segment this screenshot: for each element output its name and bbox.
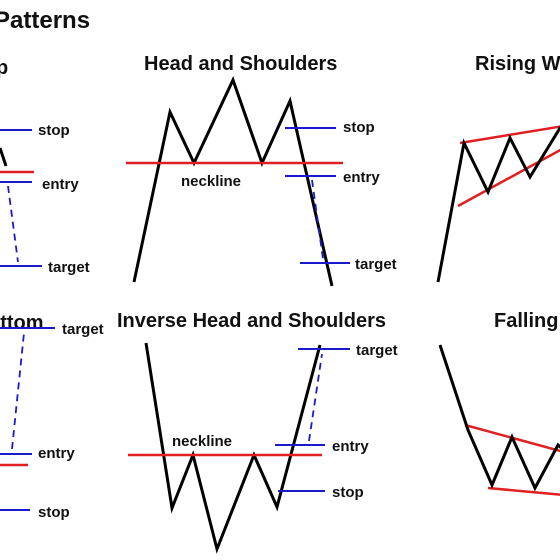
dashed-target-projection-top-left [7,185,19,263]
dashed-target-projection-head-and-shoulders [311,179,324,260]
panel-bottom-left: ottom target entry stop [0,312,104,521]
panel-title-rising-wedge: Rising W [475,53,560,75]
panel-title-head-and-shoulders: Head and Shoulders [144,53,337,75]
lower-trendline-falling-wedge [487,486,560,496]
panel-falling-wedge: Falling [438,310,560,496]
panel-title-falling-wedge: Falling [494,310,558,332]
panel-head-and-shoulders: Head and Shoulders neckline stop entry t… [126,53,397,287]
upper-trendline-falling-wedge [464,423,560,453]
price-path-inverse-head-and-shoulders [144,342,322,554]
panel-top-left: p stop entry target [0,57,90,276]
stop-label-inverse-head-and-shoulders: stop [332,484,364,501]
price-path-rising-wedge [436,125,560,283]
entry-label-head-and-shoulders: entry [343,169,380,186]
upper-trendline-rising-wedge [459,125,560,145]
entry-label-top-left: entry [42,176,79,193]
neckline-label-inverse-head-and-shoulders: neckline [172,433,232,450]
price-path-falling-wedge [438,344,560,492]
panel-title-top-left: p [0,57,8,79]
stop-label-head-and-shoulders: stop [343,119,375,136]
neckline-label-head-and-shoulders: neckline [181,173,241,190]
panel-rising-wedge: Rising W [436,53,560,283]
target-label-bottom-left: target [62,321,104,338]
entry-label-bottom-left: entry [38,445,75,462]
price-path-top-left [0,147,8,167]
stop-label-bottom-left: stop [38,504,70,521]
lower-trendline-rising-wedge [457,148,560,208]
panel-title-inverse-head-and-shoulders: Inverse Head and Shoulders [117,310,386,332]
dashed-target-projection-bottom-left [11,332,25,450]
target-label-head-and-shoulders: target [355,256,397,273]
target-label-inverse-head-and-shoulders: target [356,342,398,359]
panel-title-bottom-left: ottom [0,312,44,334]
header-title: Patterns [0,7,90,34]
target-label-top-left: target [48,259,90,276]
entry-label-inverse-head-and-shoulders: entry [332,438,369,455]
stop-label-top-left: stop [38,122,70,139]
panel-inverse-head-and-shoulders: Inverse Head and Shoulders neckline targ… [117,310,398,554]
dashed-target-projection-inverse-head-and-shoulders [308,353,323,442]
price-path-head-and-shoulders [132,76,334,287]
